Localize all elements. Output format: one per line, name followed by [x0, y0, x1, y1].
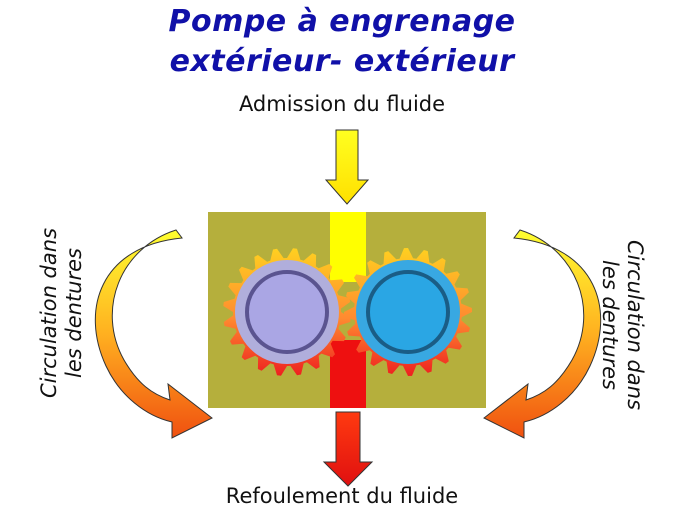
title-line-1: Pompe à engrenage: [168, 4, 516, 39]
title-line-2: extérieur- extérieur: [169, 44, 515, 79]
right-circulation-label: Circulation dans les dentures: [597, 175, 647, 475]
right-gear-hub: [366, 270, 450, 354]
left-circulation-arrow: [94, 229, 213, 439]
left-circulation-line-1: Circulation dans: [37, 227, 61, 399]
refoulement-arrow: [322, 411, 374, 487]
left-gear: [223, 248, 351, 376]
right-gear: [344, 248, 472, 376]
admission-label: Admission du fluide: [238, 92, 446, 116]
admission-arrow: [324, 129, 370, 205]
left-circulation-line-2: les dentures: [62, 248, 86, 378]
right-circulation-arrow: [483, 229, 602, 439]
left-gear-hub: [245, 270, 329, 354]
right-circulation-line-2: les dentures: [598, 260, 622, 390]
refoulement-label: Refoulement du fluide: [225, 484, 459, 508]
inlet-channel: [330, 212, 366, 282]
right-circulation-line-1: Circulation dans: [623, 239, 647, 411]
left-circulation-label: Circulation dans les dentures: [37, 163, 87, 463]
